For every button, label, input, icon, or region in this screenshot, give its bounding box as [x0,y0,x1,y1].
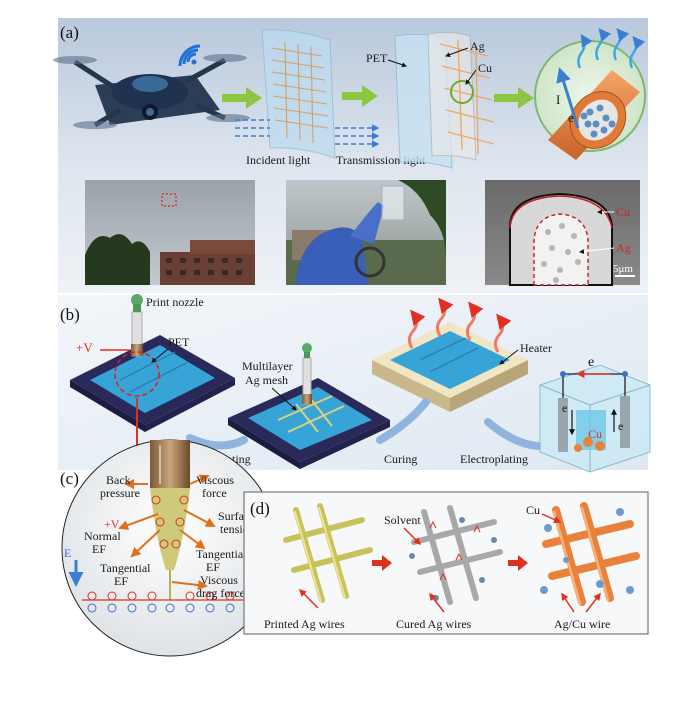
panel-c-label: (c) [60,469,79,488]
back-pressure-label-2: pressure [100,486,140,500]
panel-d-label: (d) [250,499,270,518]
drone-illustration [53,54,250,129]
negative-charges [87,603,253,613]
green-arrow-1 [222,87,262,109]
zoom-circle [114,351,160,397]
incident-light-label: Incident light [246,153,311,167]
voltage-label-c: +V [104,517,120,531]
electron-label: e [568,110,574,125]
taylor-cone [150,488,190,570]
pet-layer-label: PET [366,51,388,65]
heater-label: Heater [520,341,552,355]
printed-ag-mesh [283,503,373,603]
agcu-wire-label: Ag/Cu wire [554,617,610,631]
electroplating-label: Electroplating [460,452,528,466]
nozzle-tip-c [150,440,190,488]
viscous-force-label-1: Viscous [196,473,234,487]
tangential-ef-right-label-1: Tangential [196,547,247,561]
substrate-1 [70,335,235,432]
print-nozzle-b [131,294,143,357]
panel-a: (a) [53,18,648,293]
tangential-ef-right-label-2: EF [206,560,220,574]
agcu-mesh [542,502,640,606]
positive-charges [87,495,253,601]
light-rays [235,119,380,148]
electron-right-label: e [618,419,623,433]
pet-label-b: PET [168,335,190,349]
viscous-force-label-2: force [202,486,227,500]
panel-c: (c) Back pressure +V Viscous force Surfa… [60,439,279,657]
viscous-drag-label-1: Viscous [200,573,238,587]
cu-ion-label-d: Cu [526,503,540,517]
sem-ag-label: Ag [616,241,631,255]
photo-hand-holding-film [286,180,446,285]
solvent-drops [409,517,497,601]
flow-arrow-electroplating [484,418,542,450]
scale-bar-label: 5μm [613,263,633,275]
multilayer-label-1: Multilayer [242,359,293,373]
sem-cross-section-image [485,180,640,286]
cu-layer-label: Cu [478,61,492,75]
cu-ions-d [540,508,634,594]
panel-a-label: (a) [60,23,79,42]
cured-ag-label: Cured Ag wires [396,617,472,631]
cu-ion-label-b: Cu [588,427,602,441]
panel-b-label: (b) [60,305,80,324]
wifi-signal-icon [178,44,201,67]
green-arrow-2 [342,85,378,107]
substrate-2 [228,378,390,469]
heater-block [372,297,528,412]
electron-left-label: e [562,401,567,415]
back-pressure-label-1: Back [106,473,131,487]
sem-cu-label: Cu [616,205,630,219]
flow-arrow-curing [376,398,430,444]
flow-arrow-printing [186,434,248,450]
electron-top-label: e [588,355,594,370]
exploded-layers [394,31,495,169]
normal-ef-label-2: EF [92,542,106,556]
normal-ef-label-1: Normal [84,529,121,543]
multilayer-label-2: Ag mesh [245,373,288,387]
solvent-label: Solvent [384,513,421,527]
print-nozzle-b2 [302,343,312,405]
wire-cross-section [534,28,646,160]
force-arrows [118,474,216,591]
panel-d: (d) Printed Ag wires Solvent [243,491,649,635]
efield-label: E [64,546,71,560]
ag-layer-label: Ag [470,39,485,53]
printed-ag-label: Printed Ag wires [264,617,345,631]
photo-drone-in-sky [85,180,255,285]
green-arrow-3 [494,87,534,109]
red-arrow-d1 [372,555,392,571]
voltage-label-b: +V [76,340,93,355]
cured-ag-mesh [411,505,503,605]
viscous-drag-label-2: drag force [196,586,245,600]
red-arrow-d2 [508,555,528,571]
tangential-ef-left-label-2: EF [114,574,128,588]
transparent-film-1 [261,29,336,159]
tangential-ef-left-label-1: Tangential [100,561,151,575]
curing-label: Curing [384,452,417,466]
print-nozzle-label: Print nozzle [146,295,204,309]
electroplating-tank [539,364,651,473]
current-label: I [556,92,560,107]
